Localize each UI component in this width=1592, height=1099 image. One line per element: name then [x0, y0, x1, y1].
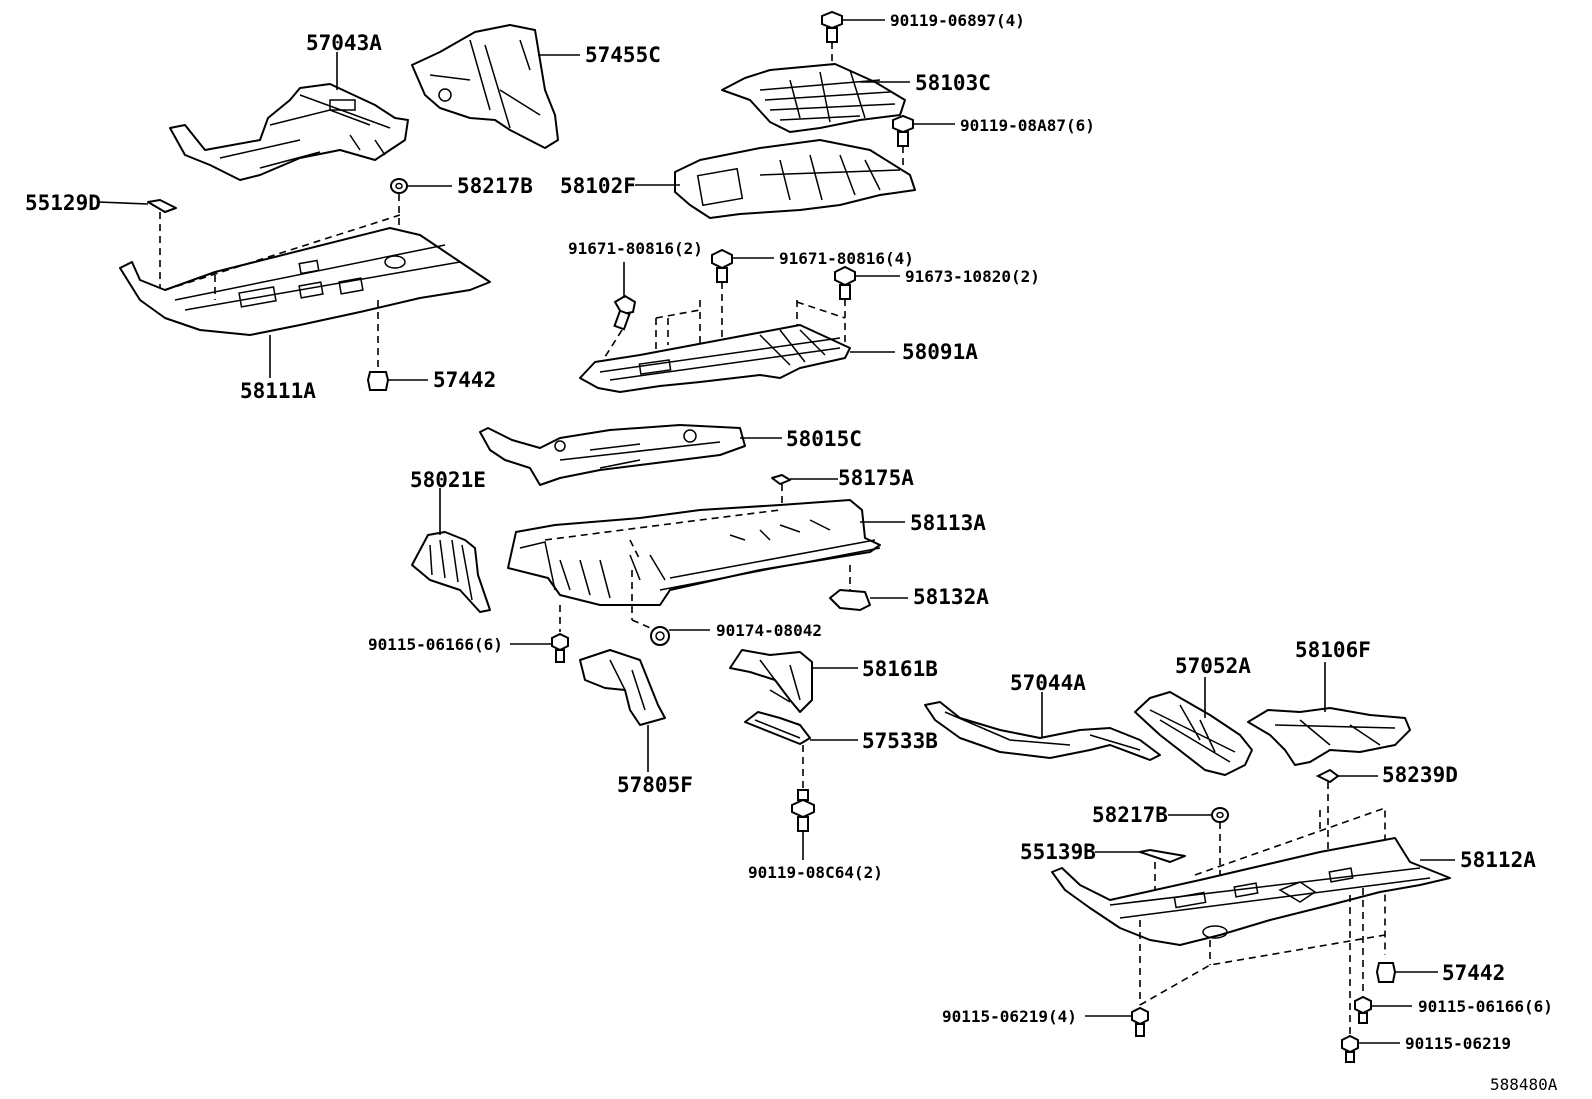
label-55129D: 55129D: [25, 191, 101, 215]
part-58161B: [729, 649, 813, 713]
part-58113A: [507, 499, 881, 606]
label-90115-06166-mid: 90115-06166(6): [368, 635, 503, 654]
part-58111A: [119, 214, 491, 336]
label-90119-06897: 90119-06897(4): [890, 11, 1025, 30]
bolt-90119-08C64: [791, 789, 815, 832]
label-57805F: 57805F: [617, 773, 693, 797]
nut-90174-08042: [650, 626, 670, 646]
part-57043A: [169, 83, 409, 181]
part-57044A: [924, 701, 1161, 761]
part-57805F: [579, 649, 666, 726]
label-57455C: 57455C: [585, 43, 661, 67]
part-58021E: [411, 531, 491, 613]
bolt-90119-06897: [821, 10, 843, 43]
part-58103C: [721, 63, 906, 133]
bolt-90115-06166-mid: [551, 632, 569, 663]
label-57043A: 57043A: [306, 31, 382, 55]
label-58217B-top: 58217B: [457, 174, 533, 198]
label-58113A: 58113A: [910, 511, 986, 535]
bolt-91673-10820: [834, 265, 856, 300]
bolt-90115-06219: [1341, 1034, 1359, 1063]
part-58091A: [579, 324, 851, 393]
part-58175A: [771, 474, 791, 485]
bolt-91671-80816-4: [711, 248, 733, 283]
part-55129D: [147, 199, 177, 213]
clip-58239D: [1315, 768, 1340, 784]
label-90115-06166-bot: 90115-06166(6): [1418, 997, 1553, 1016]
label-57533B: 57533B: [862, 729, 938, 753]
label-57442-bot: 57442: [1442, 961, 1505, 985]
nut-57442-bot: [1375, 962, 1397, 983]
label-58112A: 58112A: [1460, 848, 1536, 872]
label-58015C: 58015C: [786, 427, 862, 451]
label-58111A: 58111A: [240, 379, 316, 403]
part-58015C: [479, 424, 746, 486]
label-90115-06219-4: 90115-06219(4): [942, 1007, 1077, 1026]
label-57442-top: 57442: [433, 368, 496, 392]
part-58106F: [1247, 707, 1411, 766]
part-58102F: [674, 139, 916, 219]
label-91671-80816-4: 91671-80816(4): [779, 249, 914, 268]
label-58103C: 58103C: [915, 71, 991, 95]
bolt-90119-08A87: [892, 114, 914, 147]
label-90119-08C64: 90119-08C64(2): [748, 863, 883, 882]
label-90174-08042: 90174-08042: [716, 621, 822, 640]
label-57044A: 57044A: [1010, 671, 1086, 695]
label-58175A: 58175A: [838, 466, 914, 490]
label-58132A: 58132A: [913, 585, 989, 609]
label-58239D: 58239D: [1382, 763, 1458, 787]
part-58132A: [829, 589, 871, 611]
label-58102F: 58102F: [560, 174, 636, 198]
grommet-58217B-top: [390, 178, 408, 194]
part-58112A: [1051, 837, 1451, 946]
label-55139B: 55139B: [1020, 840, 1096, 864]
nut-57442-top: [366, 371, 390, 391]
label-57052A: 57052A: [1175, 654, 1251, 678]
bolt-90115-06219-4: [1131, 1006, 1149, 1037]
part-57533B: [744, 711, 811, 745]
part-55139B: [1139, 849, 1186, 863]
part-57455C: [411, 24, 559, 149]
label-58106F: 58106F: [1295, 638, 1371, 662]
label-91671-80816-2: 91671-80816(2): [568, 239, 703, 258]
label-58161B: 58161B: [862, 657, 938, 681]
label-58091A: 58091A: [902, 340, 978, 364]
label-90119-08A87: 90119-08A87(6): [960, 116, 1095, 135]
label-58021E: 58021E: [410, 468, 486, 492]
label-90115-06219: 90115-06219: [1405, 1034, 1511, 1053]
bolt-91671-80816-2: [613, 294, 637, 331]
label-58217B-bot: 58217B: [1092, 803, 1168, 827]
part-57052A: [1134, 691, 1253, 776]
label-91673-10820: 91673-10820(2): [905, 267, 1040, 286]
bolt-90115-06166-bot: [1354, 995, 1372, 1024]
grommet-58217B-bot: [1211, 807, 1229, 823]
diagram-id: 588480A: [1490, 1075, 1558, 1094]
